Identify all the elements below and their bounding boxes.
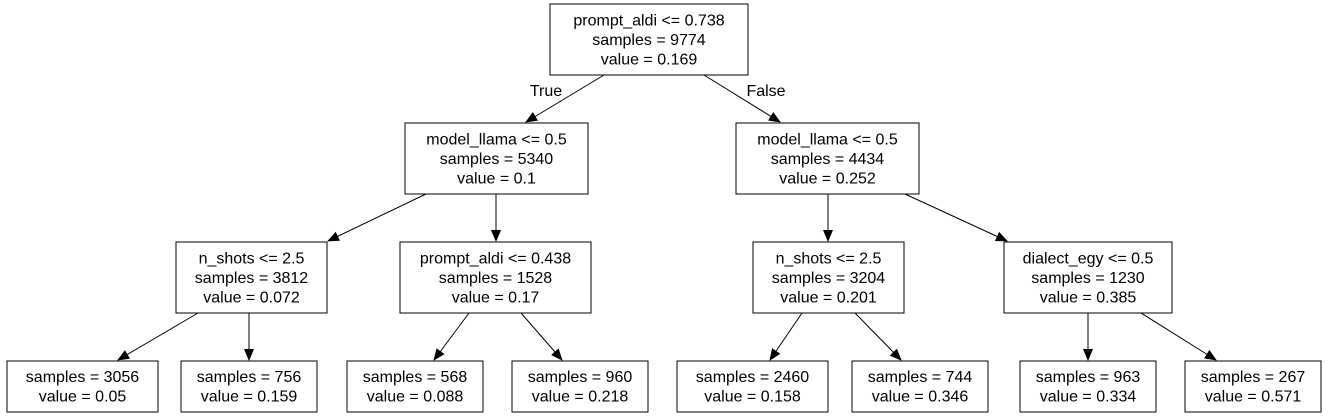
node-line: samples = 3056 — [26, 369, 140, 386]
node-line: value = 0.159 — [201, 389, 298, 406]
edge-labels: True False — [530, 83, 786, 100]
node-box — [1019, 360, 1157, 413]
tree-node-n14: samples = 267 value = 0.571 — [1184, 360, 1322, 413]
edge-n5-n12 — [854, 312, 902, 361]
tree-node-n8: samples = 756 value = 0.159 — [180, 360, 318, 413]
node-line: dialect_egy <= 0.5 — [1023, 250, 1154, 267]
tree-nodes: prompt_aldi <= 0.738 samples = 9774 value … — [6, 3, 1322, 413]
node-line: value = 0.088 — [367, 389, 464, 406]
tree-node-n7: samples = 3056 value = 0.05 — [6, 360, 159, 413]
node-line: samples = 2460 — [696, 369, 810, 386]
node-line: prompt_aldi <= 0.738 — [573, 12, 724, 29]
node-line: samples = 9774 — [592, 32, 706, 49]
edge-n6-n14 — [1140, 312, 1217, 361]
edge-label-true: True — [530, 83, 562, 100]
node-box — [175, 241, 328, 314]
node-line: value = 0.201 — [780, 289, 877, 306]
node-line: value = 0.05 — [39, 389, 127, 406]
node-line: value = 0.169 — [601, 51, 698, 68]
node-box — [404, 122, 589, 195]
node-line: samples = 1230 — [1031, 270, 1145, 287]
edge-n1-n3 — [327, 193, 427, 242]
node-line: n_shots <= 2.5 — [199, 250, 305, 267]
tree-node-n13: samples = 963 value = 0.334 — [1019, 360, 1157, 413]
node-box — [6, 360, 159, 413]
node-line: samples = 4434 — [771, 151, 885, 168]
node-box — [1003, 241, 1173, 314]
tree-node-n0: prompt_aldi <= 0.738 samples = 9774 value … — [549, 3, 749, 76]
node-box — [399, 241, 592, 314]
edge-n4-n10 — [520, 312, 563, 361]
node-line: samples = 963 — [1036, 369, 1141, 386]
node-line: samples = 267 — [1201, 369, 1306, 386]
tree-node-n12: samples = 744 value = 0.346 — [851, 360, 989, 413]
node-line: value = 0.346 — [872, 389, 969, 406]
tree-node-n11: samples = 2460 value = 0.158 — [676, 360, 829, 413]
edge-n4-n9 — [433, 312, 470, 361]
node-line: samples = 756 — [197, 369, 302, 386]
node-line: samples = 5340 — [440, 151, 554, 168]
edge-n0-n2 — [703, 74, 781, 123]
node-line: samples = 744 — [868, 369, 973, 386]
edge-n0-n1 — [525, 74, 605, 123]
tree-node-n6: dialect_egy <= 0.5 samples = 1230 value = … — [1003, 241, 1173, 314]
node-line: value = 0.17 — [452, 289, 540, 306]
node-line: value = 0.218 — [532, 389, 629, 406]
edge-n3-n7 — [117, 312, 199, 361]
node-line: value = 0.072 — [203, 289, 300, 306]
node-line: samples = 1528 — [439, 270, 553, 287]
node-line: value = 0.571 — [1205, 389, 1302, 406]
tree-node-n2: model_llama <= 0.5 samples = 4434 value = … — [735, 122, 920, 195]
edge-label-false: False — [746, 83, 785, 100]
node-box — [752, 241, 905, 314]
node-box — [180, 360, 318, 413]
node-box — [851, 360, 989, 413]
node-line: samples = 568 — [363, 369, 468, 386]
node-line: prompt_aldi <= 0.438 — [420, 250, 571, 267]
node-line: value = 0.385 — [1040, 289, 1137, 306]
node-box — [511, 360, 649, 413]
node-box — [549, 3, 749, 76]
tree-node-n5: n_shots <= 2.5 samples = 3204 value = 0.20… — [752, 241, 905, 314]
node-box — [676, 360, 829, 413]
node-box — [1184, 360, 1322, 413]
tree-node-n10: samples = 960 value = 0.218 — [511, 360, 649, 413]
edge-n2-n6 — [904, 193, 1008, 242]
tree-node-n4: prompt_aldi <= 0.438 samples = 1528 value … — [399, 241, 592, 314]
tree-node-n3: n_shots <= 2.5 samples = 3812 value = 0.07… — [175, 241, 328, 314]
node-line: samples = 3812 — [195, 270, 309, 287]
tree-node-n1: model_llama <= 0.5 samples = 5340 value = … — [404, 122, 589, 195]
node-line: model_llama <= 0.5 — [757, 131, 898, 148]
node-line: value = 0.252 — [779, 170, 876, 187]
node-line: value = 0.1 — [457, 170, 536, 187]
node-line: samples = 3204 — [772, 270, 886, 287]
node-line: samples = 960 — [528, 369, 633, 386]
node-box — [346, 360, 484, 413]
node-line: n_shots <= 2.5 — [776, 250, 882, 267]
edge-n5-n11 — [769, 312, 803, 361]
node-line: value = 0.334 — [1040, 389, 1137, 406]
node-line: model_llama <= 0.5 — [426, 131, 567, 148]
tree-node-n9: samples = 568 value = 0.088 — [346, 360, 484, 413]
tree-edges — [117, 74, 1217, 361]
node-box — [735, 122, 920, 195]
node-line: value = 0.158 — [704, 389, 801, 406]
